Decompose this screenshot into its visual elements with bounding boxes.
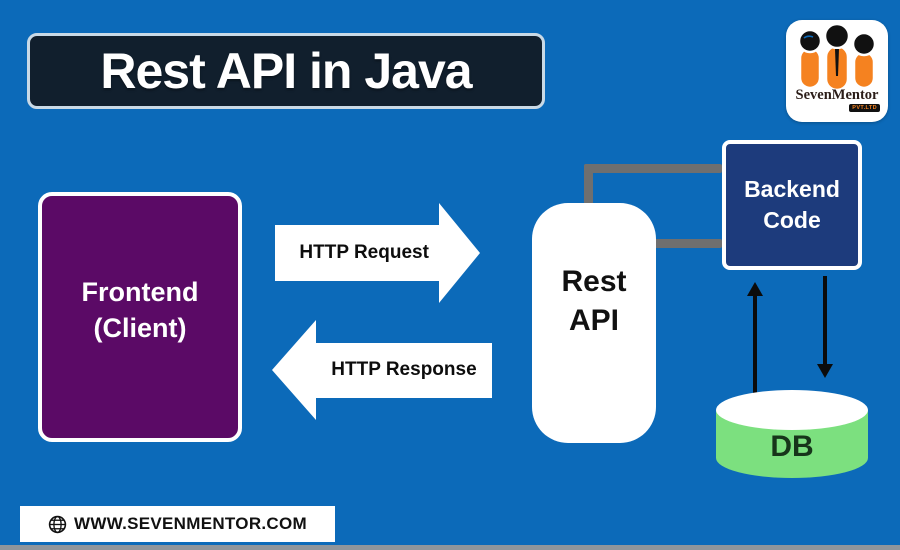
sevenmentor-brand-text: SevenMentor bbox=[795, 87, 879, 103]
http-response-label: HTTP Response bbox=[331, 359, 477, 380]
db-to-backend-arrow bbox=[747, 282, 763, 394]
rest-api-label-line1: Rest bbox=[561, 265, 627, 298]
backend-label-line2: Code bbox=[763, 207, 821, 233]
footer-url-bar: WWW.SEVENMENTOR.COM bbox=[20, 506, 335, 542]
website-url: WWW.SEVENMENTOR.COM bbox=[74, 514, 307, 533]
title-banner: Rest API in Java bbox=[27, 33, 545, 109]
database-cylinder-top bbox=[716, 390, 868, 430]
globe-icon bbox=[48, 515, 67, 533]
page-title: Rest API in Java bbox=[100, 43, 472, 99]
backend-label-line1: Backend bbox=[744, 175, 840, 202]
frontend-client-node: Frontend (Client) bbox=[38, 192, 242, 442]
database-label: DB bbox=[770, 430, 814, 463]
backend-to-db-arrow bbox=[817, 276, 833, 378]
connector-rest-to-backend-middle bbox=[648, 239, 722, 248]
connector-rest-to-backend-vertical bbox=[584, 164, 593, 210]
http-request-arrow: HTTP Request bbox=[275, 203, 480, 303]
database-node: DB bbox=[716, 390, 868, 478]
arrow-up-head-icon bbox=[747, 282, 763, 296]
connector-rest-to-backend-top bbox=[584, 164, 722, 173]
http-response-arrow: HTTP Response bbox=[272, 320, 492, 420]
pvtltd-badge: PVT.LTD bbox=[849, 103, 880, 112]
http-request-label: HTTP Request bbox=[299, 242, 429, 263]
bottom-edge-strip bbox=[0, 545, 900, 550]
backend-code-node: Backend Code bbox=[722, 140, 862, 270]
arrow-down-head-icon bbox=[817, 364, 833, 378]
sevenmentor-logo: SevenMentor PVT.LTD bbox=[786, 20, 888, 122]
sevenmentor-people-icon bbox=[797, 24, 877, 90]
frontend-label-line1: Frontend bbox=[81, 276, 199, 307]
rest-api-node: Rest API bbox=[532, 203, 656, 443]
frontend-label-line2: (Client) bbox=[93, 313, 187, 343]
rest-api-label-line2: API bbox=[568, 304, 619, 337]
